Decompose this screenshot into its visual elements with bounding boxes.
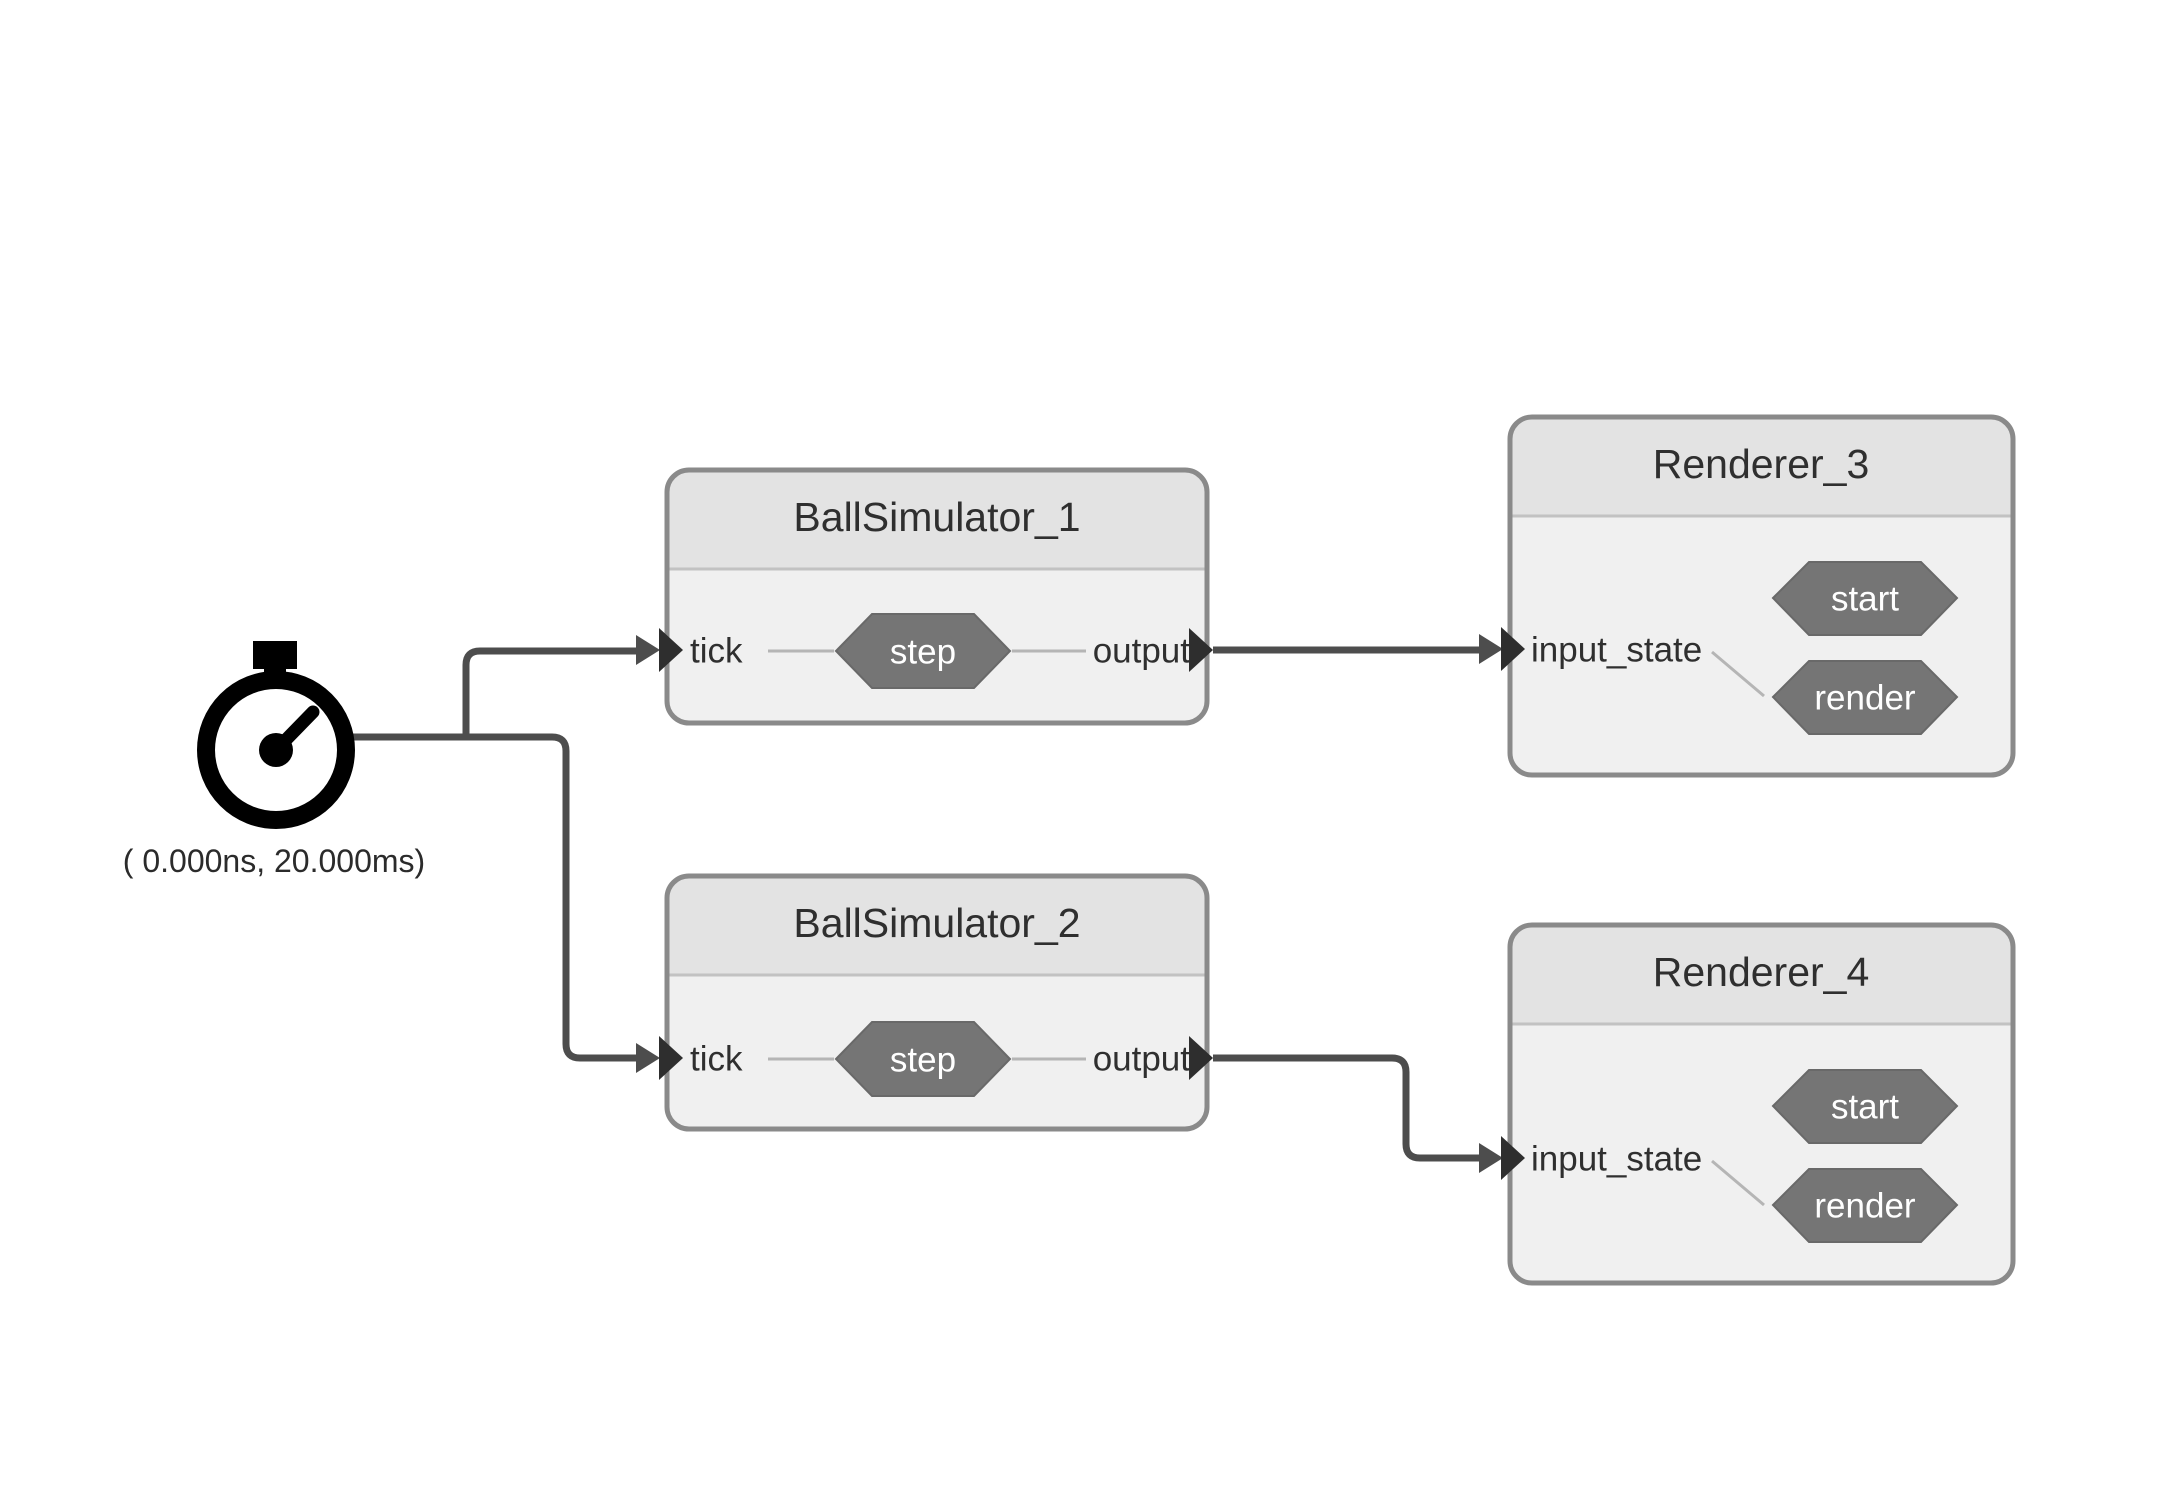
port-label-input-state: input_state: [1531, 1140, 1702, 1179]
wire-arrowhead: [1479, 1143, 1503, 1173]
node-border: [1507, 922, 2016, 1286]
timer-label: ( 0.000ns, 20.000ms): [123, 843, 425, 879]
timer-node[interactable]: ( 0.000ns, 20.000ms): [123, 641, 425, 879]
method-label-step: step: [890, 633, 956, 672]
method-label-start: start: [1831, 580, 1899, 619]
node-header: [1510, 925, 2013, 1024]
edges: [352, 634, 1503, 1173]
method-label-step: step: [890, 1041, 956, 1080]
method-hexagon-start[interactable]: [1771, 1069, 1959, 1144]
wire-arrowhead: [636, 1043, 660, 1073]
node-renderer-3[interactable]: Renderer_3 input_state start render: [1501, 414, 2016, 778]
input-port-arrow: [1501, 627, 1525, 671]
port-to-method-line: [1711, 650, 1765, 698]
input-port-arrow: [1501, 1136, 1525, 1180]
method-hexagon-step[interactable]: [834, 613, 1012, 689]
port-to-method-line: [1711, 1159, 1765, 1207]
node-title: BallSimulator_2: [793, 900, 1080, 946]
node-border: [1507, 414, 2016, 778]
method-hexagon-step[interactable]: [834, 1021, 1012, 1097]
node-header: [667, 876, 1207, 975]
output-port-arrow: [1189, 1036, 1213, 1080]
port-label-tick: tick: [690, 632, 743, 671]
method-label-render: render: [1814, 679, 1916, 718]
node-header: [1510, 417, 2013, 516]
node-border: [664, 873, 1210, 1132]
port-label-tick: tick: [690, 1040, 743, 1079]
input-port-arrow: [659, 1036, 683, 1080]
method-hexagon-render[interactable]: [1771, 660, 1959, 735]
wire-timer-to-sim1-tick: [462, 647, 636, 737]
stopwatch-icon: [197, 641, 355, 829]
node-title: Renderer_3: [1653, 441, 1870, 487]
port-label-input-state: input_state: [1531, 631, 1702, 670]
node-ball-simulator-1[interactable]: BallSimulator_1 tick step output: [659, 467, 1213, 726]
wire-timer-to-sim2-tick: [352, 733, 636, 1062]
wire-sim2-output-to-renderer4: [1213, 1054, 1479, 1162]
node-title: BallSimulator_1: [793, 494, 1080, 540]
node-renderer-4[interactable]: Renderer_4 input_state start render: [1501, 922, 2016, 1286]
method-label-start: start: [1831, 1088, 1899, 1127]
node-border: [664, 467, 1210, 726]
node-ball-simulator-2[interactable]: BallSimulator_2 tick step output: [659, 873, 1213, 1132]
wire-arrowhead: [1479, 634, 1503, 664]
wire-arrowhead: [636, 635, 660, 665]
node-title: Renderer_4: [1653, 949, 1870, 995]
node-header: [667, 470, 1207, 569]
method-hexagon-render[interactable]: [1771, 1168, 1959, 1243]
output-port-arrow: [1189, 628, 1213, 672]
method-label-render: render: [1814, 1187, 1916, 1226]
port-label-output: output: [1093, 632, 1191, 671]
port-label-output: output: [1093, 1040, 1191, 1079]
method-hexagon-start[interactable]: [1771, 561, 1959, 636]
input-port-arrow: [659, 628, 683, 672]
